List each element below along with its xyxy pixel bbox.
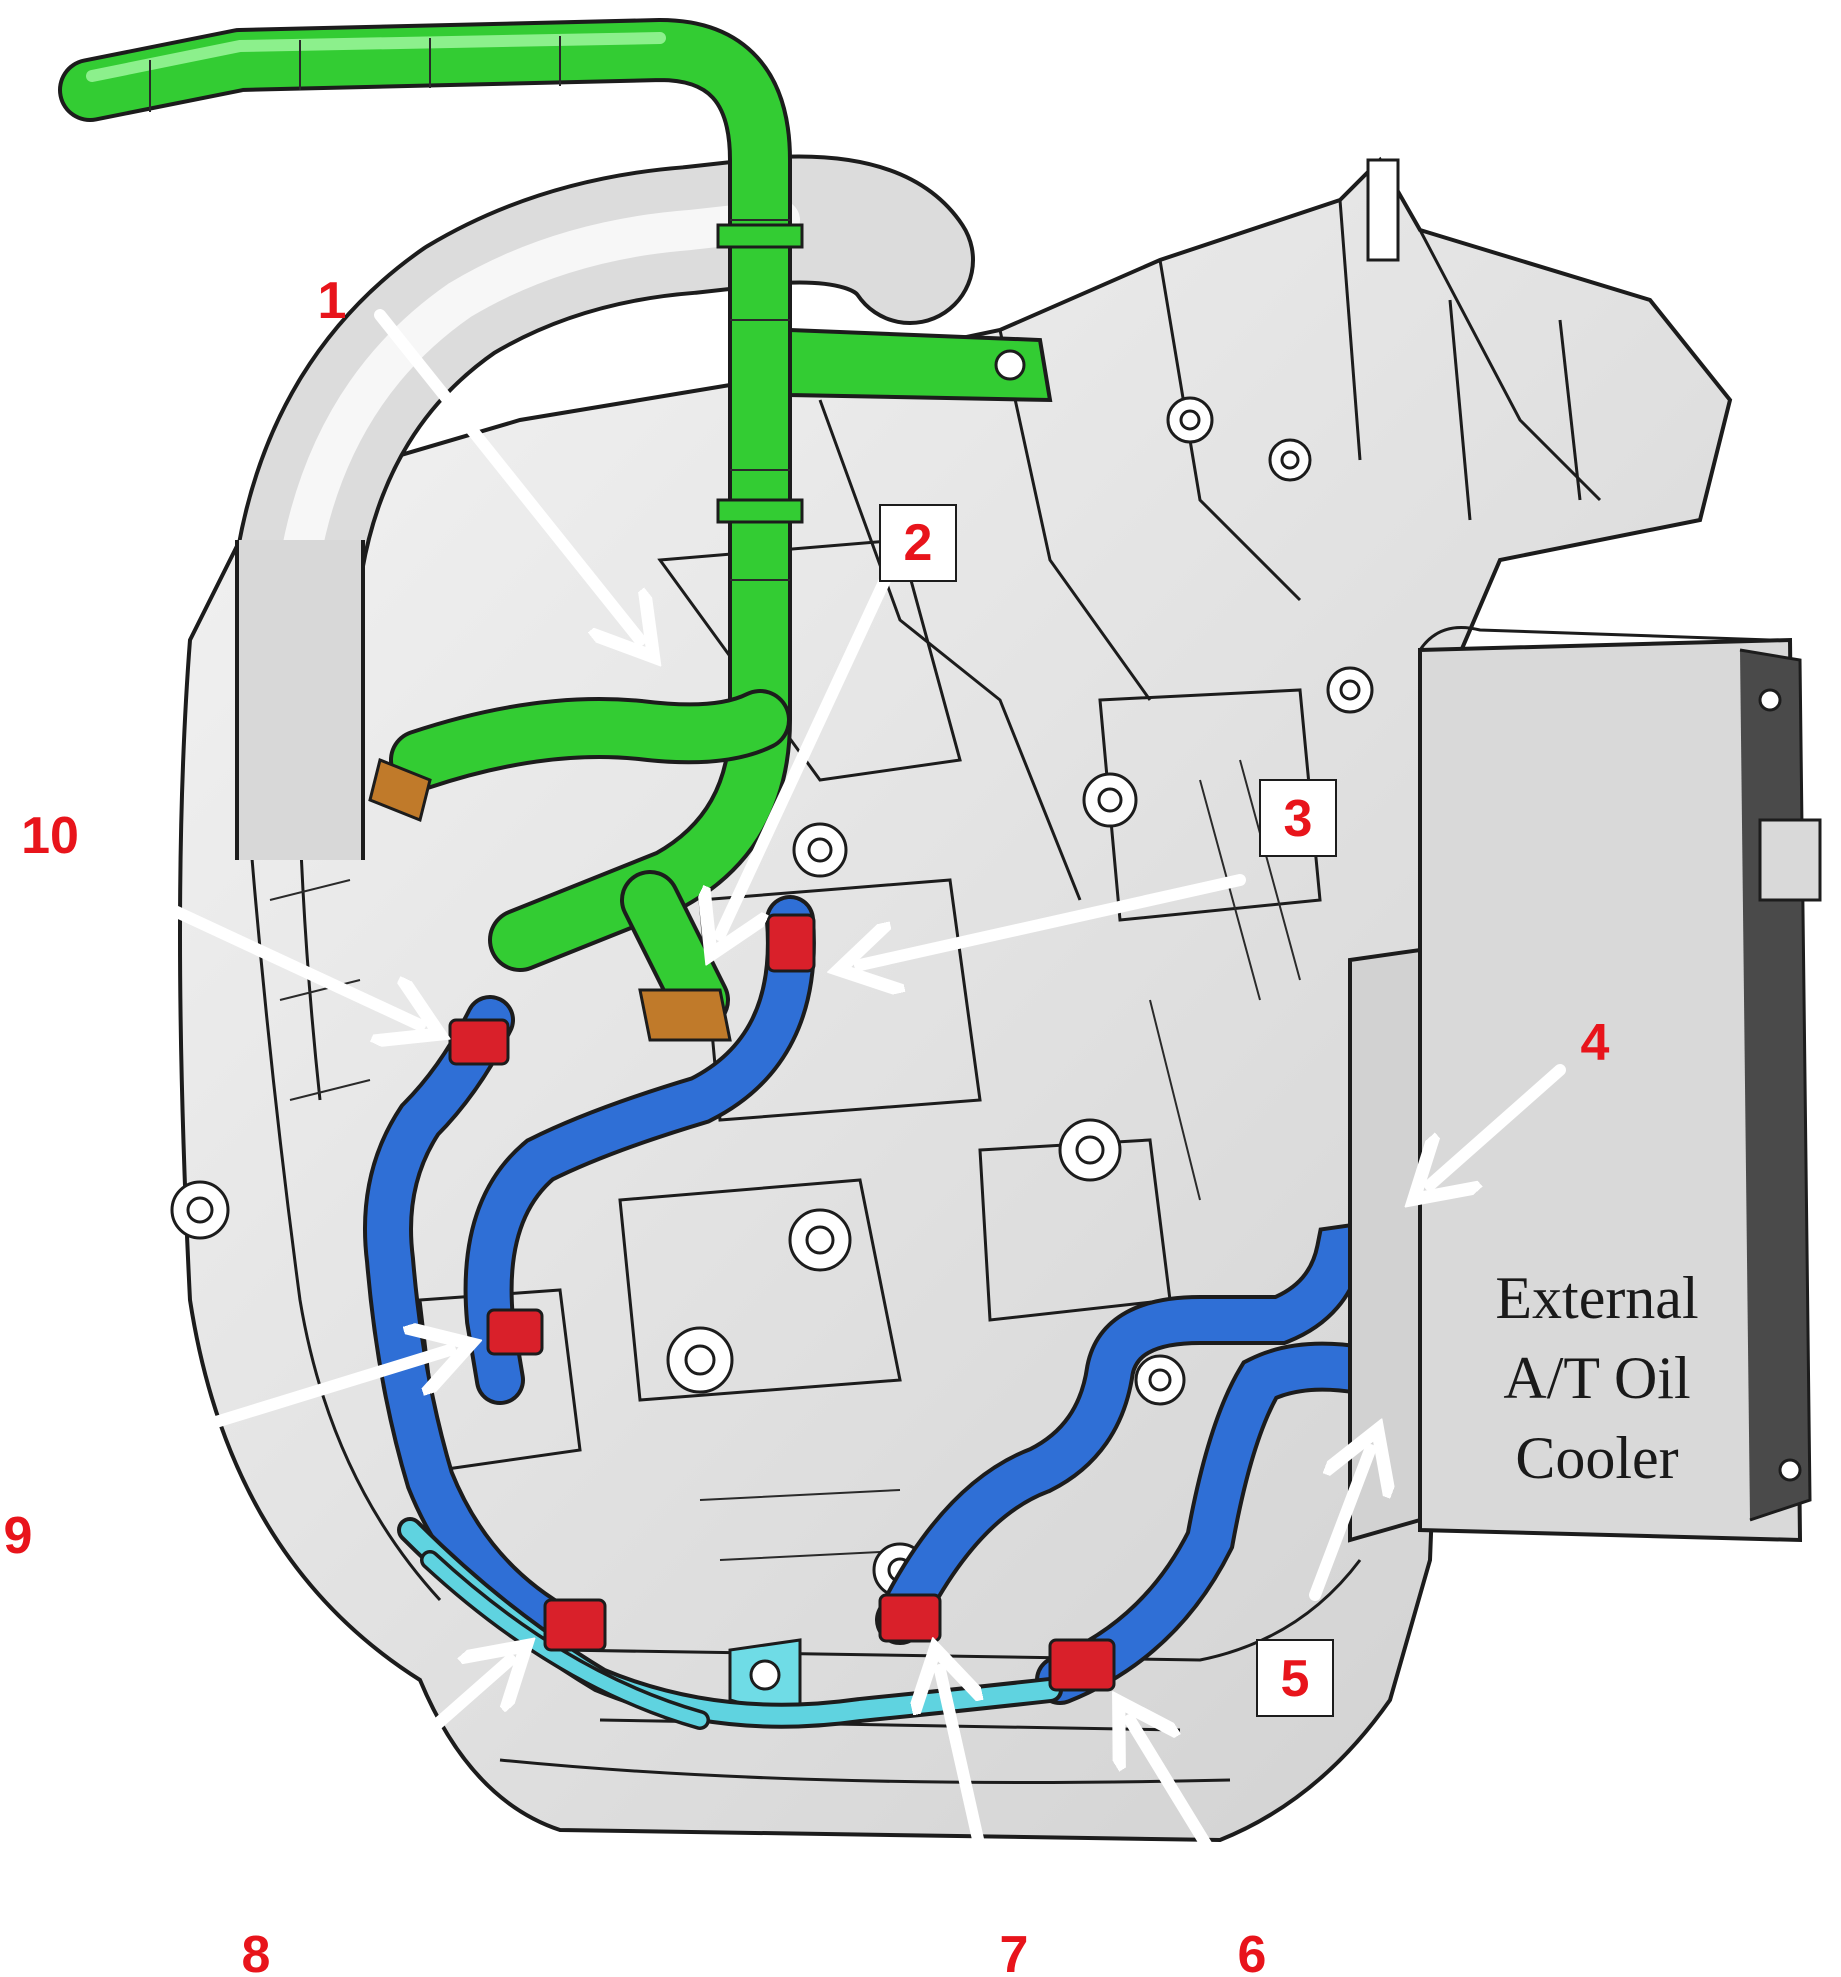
callout-3: 3	[1284, 790, 1313, 848]
callout-8: 8	[242, 1926, 271, 1977]
arrow-7	[940, 1670, 1001, 1921]
arrow-10	[59, 854, 420, 1025]
callout-5: 5	[1281, 1650, 1310, 1708]
arrow-6	[1130, 1720, 1246, 1906]
callout-10: 10	[21, 807, 79, 865]
arrow-9	[54, 1350, 450, 1476]
coolant-hose	[58, 18, 1053, 1030]
callout-7: 7	[1000, 1926, 1029, 1977]
clamp-6	[1048, 1638, 1116, 1692]
callout-1: 1	[318, 272, 347, 330]
callout-2: 2	[904, 514, 933, 572]
clamp-7	[878, 1593, 942, 1643]
clamp-3	[766, 913, 816, 973]
cooler-label-line3: Cooler	[1515, 1425, 1678, 1491]
hose-clamps	[448, 913, 1418, 1692]
callout-labels: 1 2 3 4 5 6 7 8 9 10	[4, 272, 1610, 1977]
external-oil-cooler: External A/T Oil Cooler	[1348, 626, 1822, 1543]
cooler-label-line2: A/T Oil	[1503, 1345, 1690, 1411]
callout-9: 9	[4, 1507, 33, 1565]
clamp-8	[543, 1598, 607, 1652]
arrow-8	[294, 1660, 510, 1851]
callout-box-5	[1256, 1639, 1334, 1717]
arrow-3	[860, 874, 1246, 965]
oil-hose-cooler	[875, 1215, 1435, 1705]
arrow-1	[374, 309, 640, 640]
callout-6: 6	[1238, 1926, 1267, 1977]
clamp-10	[448, 1018, 510, 1066]
temperature-sensor	[638, 988, 732, 1042]
clamp-9	[486, 1308, 544, 1356]
oil-hose-main	[363, 895, 816, 1655]
callout-4: 4	[1581, 1014, 1610, 1072]
arrow-4	[1430, 1064, 1566, 1185]
callout-box-3	[1259, 779, 1337, 857]
bolt-cluster	[170, 396, 1374, 1598]
arrow-2	[720, 574, 891, 935]
callout-box-2	[879, 504, 957, 582]
vent-tube	[1366, 158, 1400, 262]
callout-arrows	[54, 309, 1566, 1921]
arrow-5	[1309, 1450, 1370, 1601]
cooler-label-line1: External	[1495, 1265, 1698, 1331]
